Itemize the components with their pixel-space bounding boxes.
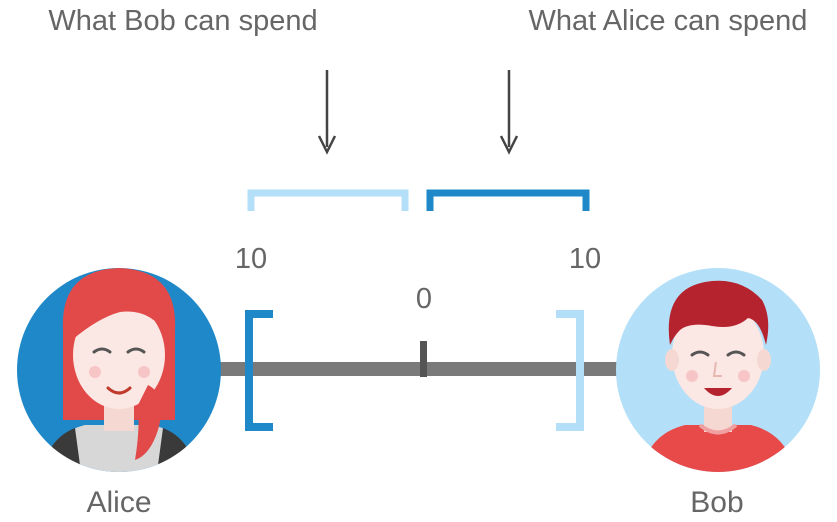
right-max-value: 10: [569, 243, 601, 275]
left-balance-bracket: [245, 310, 273, 431]
center-zero-value: 0: [416, 283, 432, 315]
center-tick: [420, 341, 427, 377]
bob-spend-range-bracket: [247, 189, 409, 211]
right-balance-bracket: [556, 310, 584, 431]
alice-spend-range-bracket: [426, 189, 590, 211]
bob-name-label: Bob: [690, 486, 743, 519]
down-arrow-icon: [499, 70, 519, 155]
bob-can-spend-label: What Bob can spend: [48, 5, 317, 37]
man-red-hair-avatar-icon: [616, 268, 820, 472]
down-arrow-icon: [317, 70, 337, 155]
alice-name-label: Alice: [86, 486, 151, 519]
alice-can-spend-label: What Alice can spend: [529, 5, 808, 37]
woman-red-hair-avatar-icon: [17, 268, 221, 472]
left-max-value: 10: [235, 243, 267, 275]
